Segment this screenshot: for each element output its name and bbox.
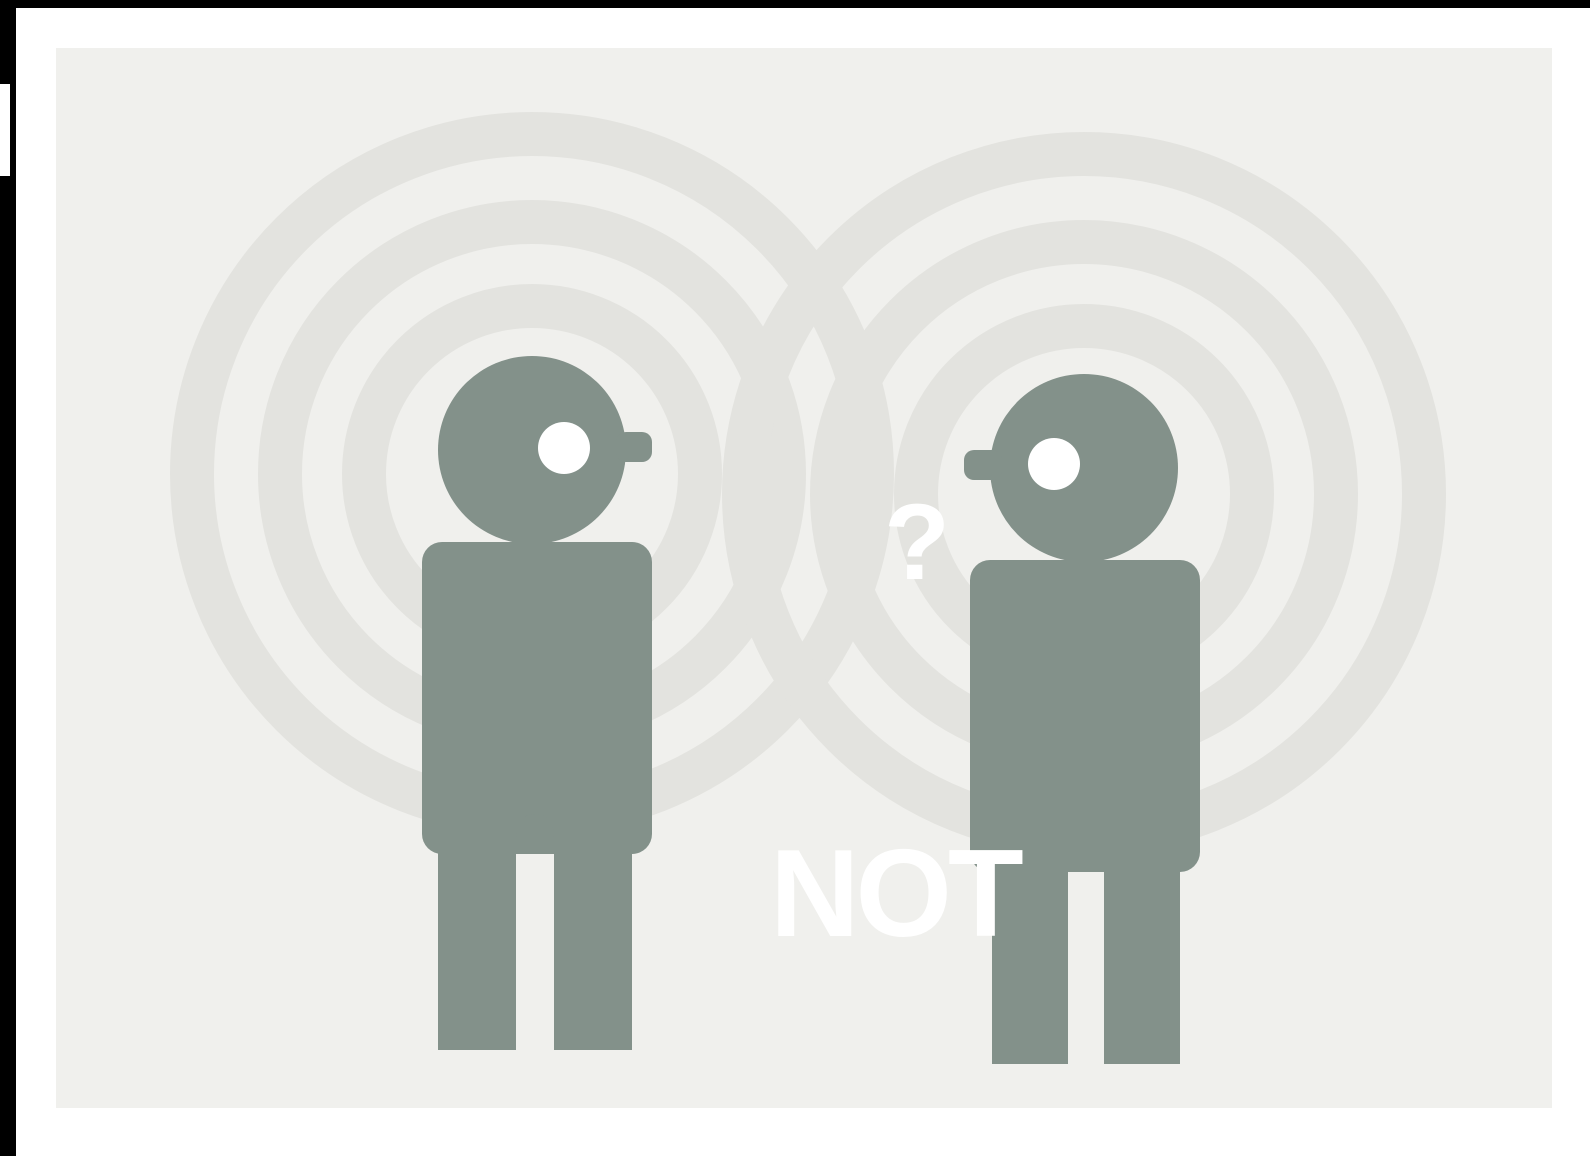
person-left-icon xyxy=(422,356,652,1050)
not-caption: NOT xyxy=(770,832,1020,956)
frame-top-border xyxy=(0,0,1590,8)
communication-illustration: ? NOT xyxy=(56,48,1552,1108)
page-canvas: ? NOT xyxy=(16,8,1590,1156)
left-edge-tab-line xyxy=(10,84,14,176)
question-mark-label: ? xyxy=(884,488,950,596)
